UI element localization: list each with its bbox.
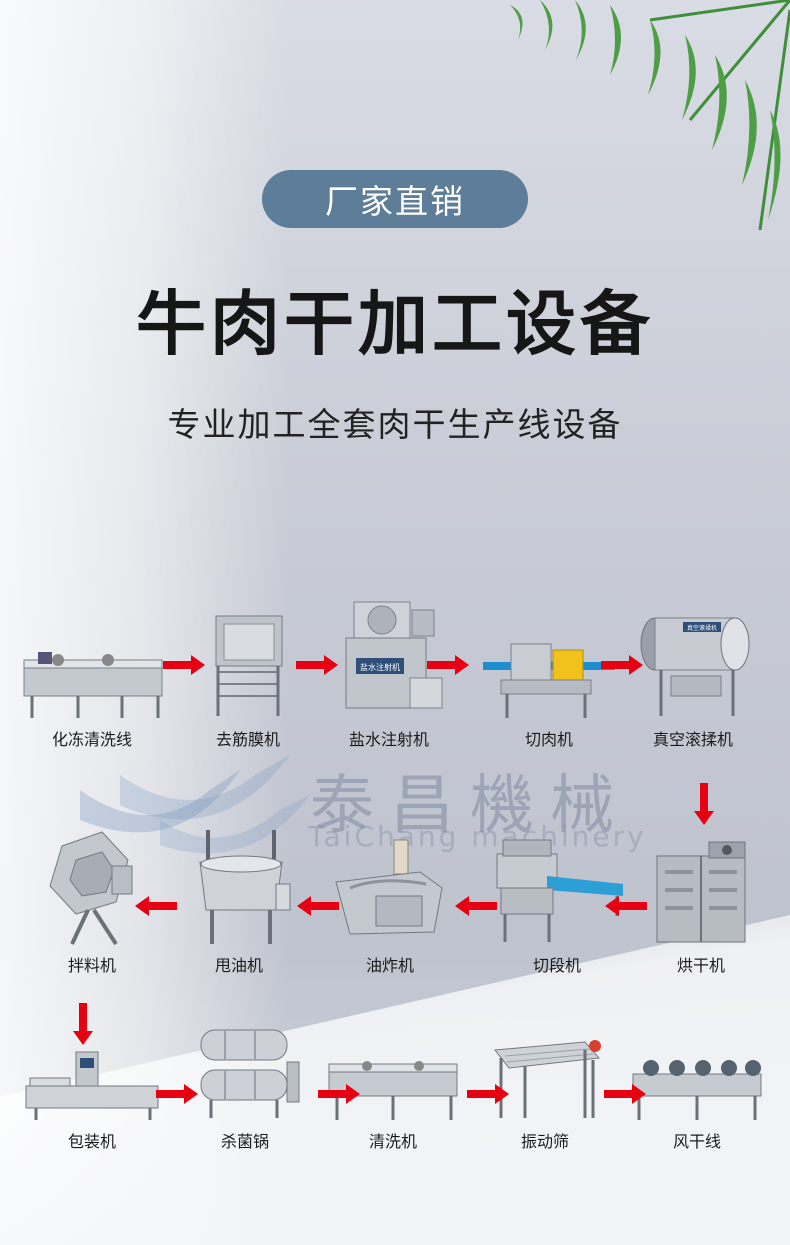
machine-washer: 清洗机	[318, 1012, 468, 1152]
arrow-right-icon	[156, 1084, 198, 1104]
deoiling-machine-icon	[199, 830, 291, 944]
machine-label: 油炸机	[365, 956, 414, 975]
machine-brine-injector: 盐水注射机 盐水注射机	[314, 600, 464, 750]
machine-label: 去筋膜机	[215, 730, 280, 749]
arrow-left-icon	[455, 896, 497, 916]
fryer-icon	[335, 839, 443, 935]
machine-label: 振动筛	[520, 1132, 569, 1151]
machine-label: 化冻清洗线	[51, 730, 132, 749]
arrow-left-icon	[605, 896, 647, 916]
sterilizer-icon	[200, 1029, 300, 1118]
membrane-remover-icon	[215, 615, 283, 716]
arrow-right-icon	[318, 1084, 360, 1104]
machine-sterilizer: 杀菌锅	[170, 1012, 320, 1152]
machine-label: 烘干机	[676, 956, 725, 975]
washer-line-icon	[23, 652, 163, 718]
arrow-right-icon	[163, 655, 205, 675]
machine-meat-slicer: 切肉机	[474, 600, 624, 750]
machine-label: 切段机	[532, 956, 581, 975]
arrow-right-icon	[601, 655, 643, 675]
machine-label: 盐水注射机	[348, 730, 429, 749]
machine-label: 风干线	[672, 1132, 721, 1151]
dryer-oven-icon	[656, 841, 746, 943]
machine-vacuum-tumbler: 真空滚揉机 真空滚揉机	[618, 600, 768, 750]
arrow-right-icon	[604, 1084, 646, 1104]
arrow-right-icon	[427, 655, 469, 675]
machine-fryer: 油炸机	[315, 826, 465, 976]
machine-label: 清洗机	[368, 1132, 417, 1151]
packing-machine-icon	[25, 1051, 159, 1120]
factory-direct-badge: 厂家直销	[262, 170, 528, 228]
arrow-right-icon	[296, 655, 338, 675]
dicer-icon	[496, 839, 623, 942]
vacuum-tumbler-icon: 真空滚揉机	[640, 617, 750, 716]
machine-dryer-oven: 烘干机	[626, 826, 776, 976]
machine-dicer: 切段机	[482, 826, 632, 976]
machine-nameplate: 真空滚揉机	[687, 624, 717, 632]
seasoning-mixer-icon	[49, 831, 133, 946]
machine-membrane-remover: 去筋膜机	[173, 600, 323, 750]
machine-label: 杀菌锅	[220, 1132, 269, 1151]
machine-nameplate: 盐水注射机	[360, 662, 400, 672]
machine-label: 甩油机	[214, 956, 263, 975]
arrow-left-icon	[135, 896, 177, 916]
machine-deoiling: 甩油机	[164, 826, 314, 976]
arrow-down-icon	[73, 1003, 93, 1045]
machine-vibrating-screen: 振动筛	[470, 1012, 620, 1152]
arrow-down-icon	[694, 783, 714, 825]
page-title: 牛肉干加工设备	[136, 283, 654, 365]
arrow-right-icon	[467, 1084, 509, 1104]
machine-packing: 包装机	[17, 1012, 167, 1152]
machine-label: 拌料机	[67, 956, 116, 975]
page-subtitle: 专业加工全套肉干生产线设备	[167, 405, 623, 444]
brine-injector-icon: 盐水注射机	[345, 601, 443, 709]
palm-leaves-icon	[510, 0, 790, 230]
meat-slicer-icon	[483, 643, 615, 718]
machine-seasoning-mixer: 拌料机	[17, 826, 167, 976]
vibrating-screen-icon	[494, 1040, 601, 1118]
machine-label: 真空滚揉机	[652, 730, 733, 749]
air-dryer-line-icon	[632, 1060, 762, 1120]
machine-air-dryer-line: 风干线	[622, 1012, 772, 1152]
machine-label: 切肉机	[524, 730, 573, 749]
machine-thaw-wash-line: 化冻清洗线	[17, 600, 167, 750]
machine-label: 包装机	[67, 1132, 116, 1151]
arrow-left-icon	[297, 896, 339, 916]
